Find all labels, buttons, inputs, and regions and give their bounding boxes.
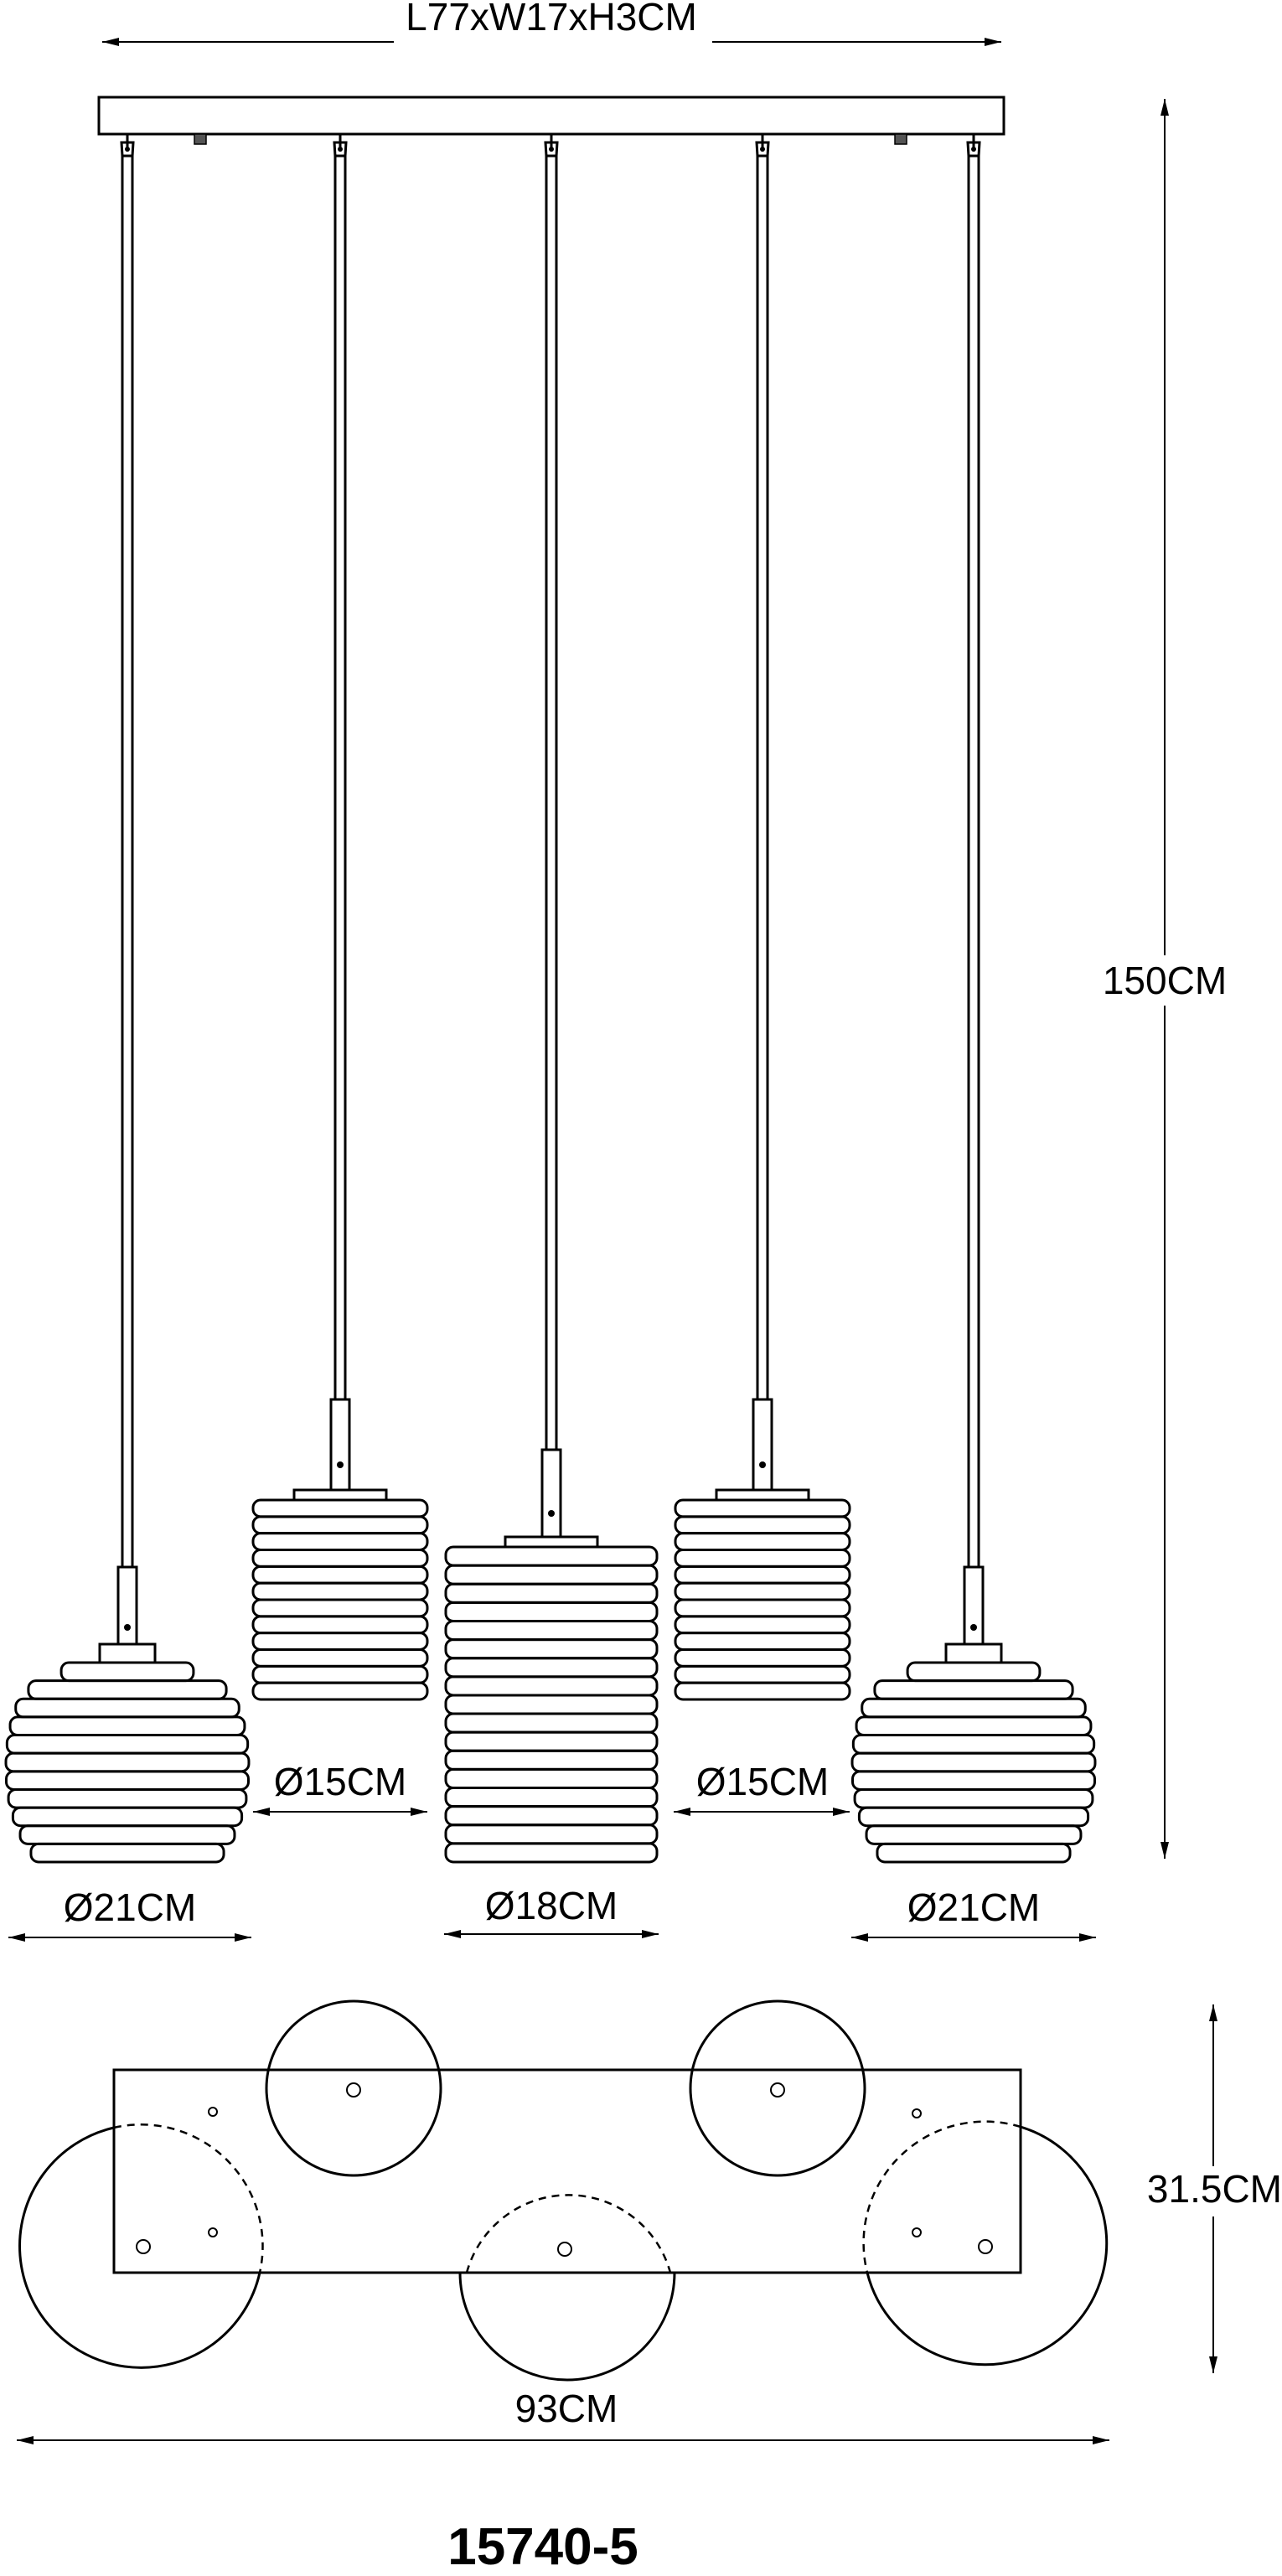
shade-left-outer — [4, 1642, 251, 1864]
diameter-right-inner-label: Ø15CM — [696, 1760, 829, 1803]
diameter-left-inner: Ø15CM — [253, 1760, 427, 1816]
diameter-left-inner-label: Ø15CM — [274, 1760, 406, 1803]
suspension-cables — [116, 134, 985, 1646]
total-length-label: 93CM — [515, 2387, 618, 2430]
cable-left-outer — [116, 134, 138, 1646]
diameter-left-outer: Ø21CM — [8, 1885, 251, 1942]
cable-right-inner — [752, 134, 773, 1492]
diameter-center-label: Ø18CM — [485, 1884, 618, 1927]
diameter-right-outer-label: Ø21CM — [907, 1885, 1040, 1929]
height-dimension: 150CM — [1089, 99, 1240, 1859]
cable-center — [540, 134, 562, 1539]
total-height-label: 150CM — [1103, 959, 1227, 1002]
canopy-dimension: L77xW17xH3CM — [102, 0, 1001, 59]
diameter-center: Ø18CM — [444, 1884, 659, 1938]
model-number: 15740-5 — [447, 2518, 638, 2576]
shade-left-inner — [251, 1488, 429, 1701]
cable-right-outer — [963, 134, 985, 1646]
top-view — [18, 1999, 1109, 2382]
shade-right-outer — [850, 1642, 1097, 1864]
shade-diameters: Ø21CM Ø15CM Ø18CM Ø15CM Ø21CM — [8, 1760, 1096, 1942]
length-dimension: 93CM — [17, 2387, 1109, 2444]
canopy-size-label: L77xW17xH3CM — [406, 0, 697, 39]
depth-dimension: 31.5CM — [1147, 2004, 1282, 2373]
diameter-left-outer-label: Ø21CM — [64, 1885, 196, 1929]
diameter-right-inner: Ø15CM — [674, 1760, 850, 1816]
shade-right-inner — [674, 1488, 851, 1701]
diameter-right-outer: Ø21CM — [851, 1885, 1096, 1942]
total-depth-label: 31.5CM — [1147, 2167, 1282, 2211]
glass-shades — [4, 1488, 1097, 1864]
shade-center — [444, 1535, 659, 1864]
cable-left-inner — [329, 134, 351, 1492]
